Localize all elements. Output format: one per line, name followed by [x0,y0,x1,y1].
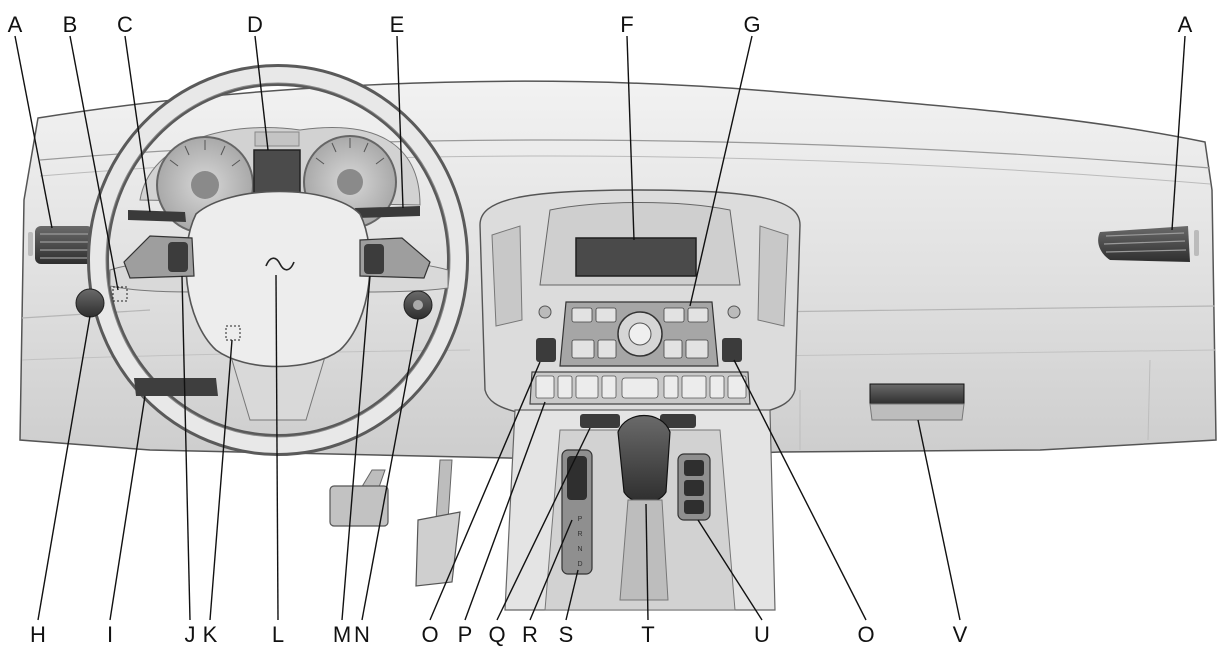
gear-d: D [577,561,582,568]
label-b: B [63,12,78,37]
label-i: I [107,622,113,647]
label-c: C [117,12,133,37]
left-air-vent [28,226,93,264]
label-s: S [559,622,574,647]
label-k: K [203,622,218,647]
label-e: E [390,12,405,37]
left-heated-seat-button [536,338,556,362]
label-d: D [247,12,263,37]
infotainment-display [576,238,696,276]
label-a-right: A [1178,12,1193,37]
hood-release [134,378,218,396]
label-f: F [620,12,633,37]
label-n: N [354,622,370,647]
label-q: Q [488,622,505,647]
center-stack [480,190,800,420]
gear-n: N [577,546,582,553]
driver-airbag [186,192,370,367]
turn-signal-lever [128,210,186,222]
label-m: M [333,622,351,647]
label-j: J [185,622,196,647]
driver-info-display [254,150,300,194]
label-h: H [30,622,46,647]
right-heated-seat-button [722,338,742,362]
label-r: R [522,622,538,647]
shift-lever [618,416,670,503]
label-g: G [743,12,760,37]
right-air-vent [1098,226,1199,262]
label-o-right: O [857,622,874,647]
label-t: T [641,622,654,647]
gear-r: R [577,531,582,538]
label-u: U [754,622,770,647]
label-p: P [458,622,473,647]
glove-box [870,384,964,420]
center-console: P R N D [505,410,775,610]
gear-p: P [578,516,583,523]
windshield-wiper-lever [355,206,420,218]
label-a-left: A [8,12,23,37]
traction-control-button [580,414,620,428]
exterior-lamp-control [76,289,104,317]
label-l: L [272,622,284,647]
label-v: V [953,622,968,647]
label-o-left: O [421,622,438,647]
